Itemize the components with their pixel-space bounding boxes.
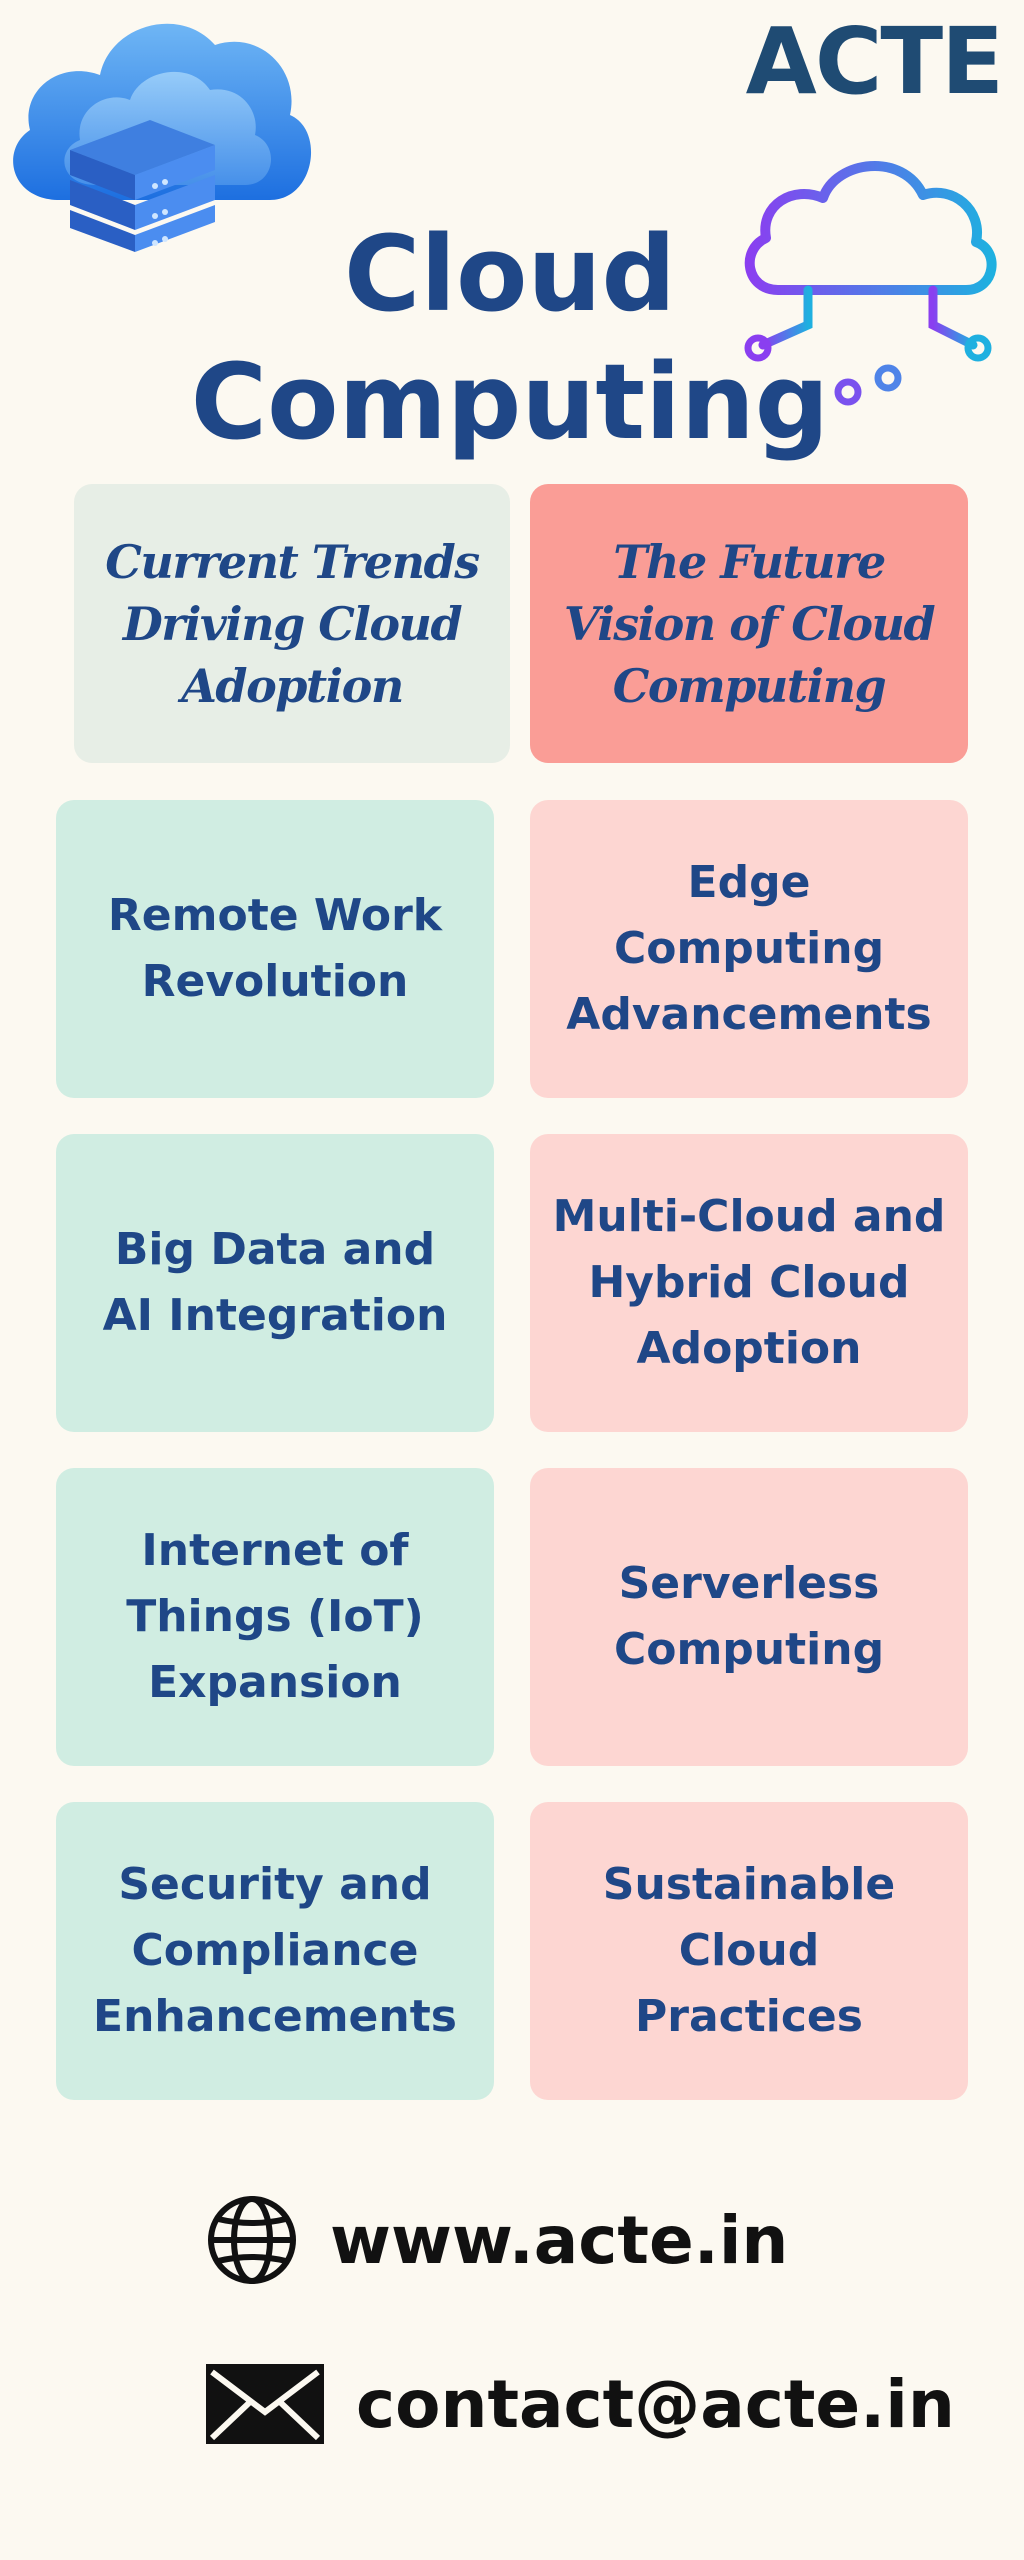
trend-card-label: Internet of Things (IoT) Expansion — [126, 1525, 424, 1708]
cloud-network-illustration — [738, 150, 1000, 410]
title-line-2: Computing — [190, 341, 830, 463]
future-card: Serverless Computing — [530, 1468, 968, 1766]
current-trends-header: Current Trends Driving Cloud Adoption — [74, 484, 510, 763]
website-link[interactable]: www.acte.in — [330, 2201, 789, 2279]
envelope-icon — [206, 2364, 324, 2444]
title-line-1: Cloud — [344, 213, 676, 335]
trend-card: Remote Work Revolution — [56, 800, 494, 1098]
email-link[interactable]: contact@acte.in — [356, 2365, 955, 2443]
future-card-label: Edge Computing Advancements — [566, 857, 932, 1040]
trend-card-label: Security and Compliance Enhancements — [93, 1859, 457, 2042]
future-vision-header-label: The Future Vision of Cloud Computing — [563, 534, 936, 713]
cloud-network-icon — [744, 160, 997, 406]
globe-icon — [206, 2194, 298, 2286]
future-vision-header: The Future Vision of Cloud Computing — [530, 484, 968, 763]
website-contact[interactable]: www.acte.in — [206, 2190, 788, 2290]
email-contact[interactable]: contact@acte.in — [206, 2354, 955, 2454]
trend-card-label: Big Data and AI Integration — [102, 1224, 448, 1341]
page-title: Cloud Computing — [180, 210, 840, 466]
future-card-label: Sustainable Cloud Practices — [602, 1859, 896, 2042]
cloud-server-icon — [13, 23, 312, 252]
future-card-label: Serverless Computing — [613, 1558, 885, 1675]
future-card: Multi-Cloud and Hybrid Cloud Adoption — [530, 1134, 968, 1432]
trend-card: Big Data and AI Integration — [56, 1134, 494, 1432]
trend-card: Security and Compliance Enhancements — [56, 1802, 494, 2100]
trend-card: Internet of Things (IoT) Expansion — [56, 1468, 494, 1766]
trend-card-label: Remote Work Revolution — [107, 890, 443, 1007]
future-card-label: Multi-Cloud and Hybrid Cloud Adoption — [552, 1191, 946, 1374]
future-card: Edge Computing Advancements — [530, 800, 968, 1098]
current-trends-header-label: Current Trends Driving Cloud Adoption — [105, 534, 480, 713]
acte-logo: ACTE — [745, 8, 1004, 115]
cloud-server-illustration — [0, 0, 320, 260]
future-card: Sustainable Cloud Practices — [530, 1802, 968, 2100]
